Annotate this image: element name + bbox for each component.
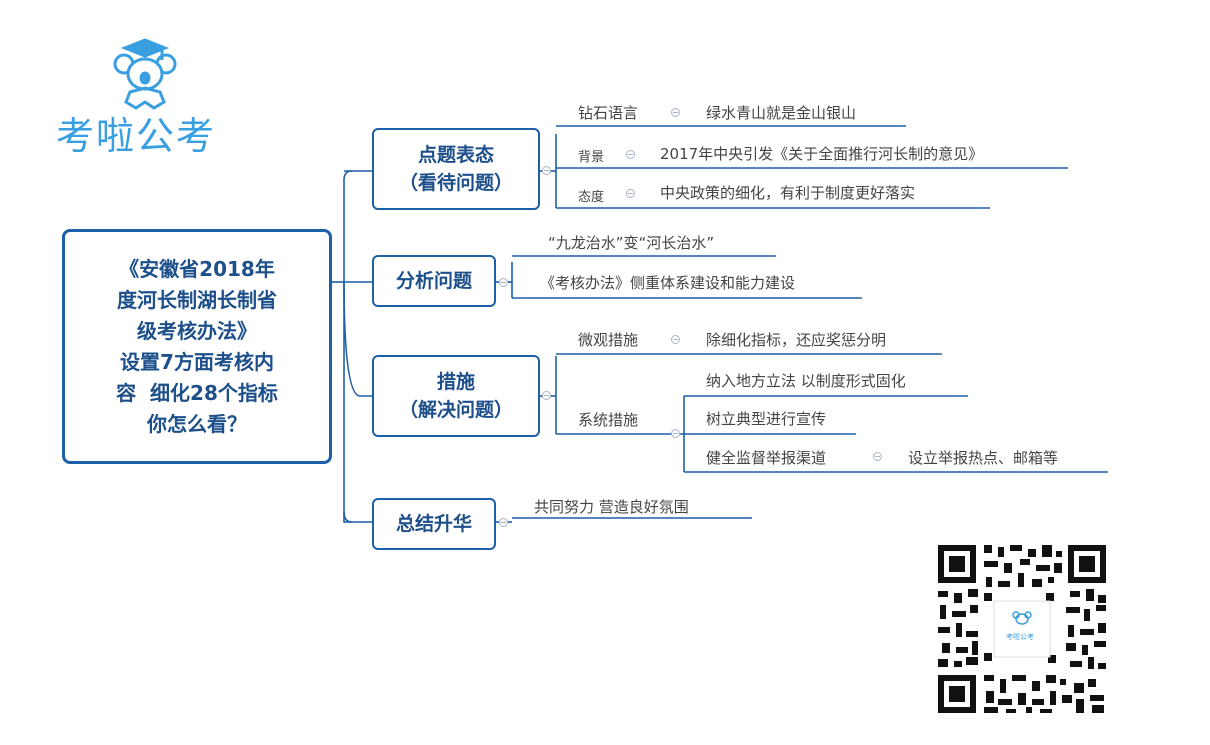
qr-code-icon [936,543,1108,715]
topic-value[interactable]: 树立典型进行宣传 [706,410,827,428]
topic-label-micro-measures[interactable]: 微观措施 [578,331,639,349]
branch-node-analysis[interactable]: 分析问题 [372,255,496,307]
branch-node-summary[interactable]: 总结升华 [372,498,496,550]
collapse-toggle-icon[interactable] [671,335,680,344]
collapse-toggle-icon[interactable] [626,189,635,198]
topic-value[interactable]: “九龙治水”变“河长治水” [548,234,715,252]
branch-node-label: （解决问题） [398,399,513,421]
collapse-toggle-icon[interactable] [499,278,508,287]
branch-node-label: 措施 [436,371,475,393]
root-topic-text: 《安徽省2018年 度河长制湖长制省 级考核办法》 设置7方面考核内 容 细化2… [116,254,278,440]
root-topic-line: 你怎么看？ [146,411,247,436]
collapse-toggle-icon[interactable] [542,166,551,175]
branch-node-label: 点题表态 [417,144,494,166]
topic-value[interactable]: 《考核办法》侧重体系建设和能力建设 [540,274,796,292]
root-topic-line: 度河长制湖长制省 [116,287,277,312]
branch-node-label: 分析问题 [395,270,472,292]
root-topic-line: 级考核办法》 [136,318,257,343]
topic-value[interactable]: 健全监督举报渠道 [706,449,827,467]
topic-label-attitude[interactable]: 态度 [578,190,605,205]
root-topic-line: 设置7方面考核内 [120,349,274,374]
topic-label-background[interactable]: 背景 [578,150,605,165]
topic-value[interactable]: 纳入地方立法 以制度形式固化 [706,372,906,390]
root-topic-line: 《安徽省2018年 [119,256,275,281]
topic-value[interactable]: 除细化指标，还应奖惩分明 [706,331,887,349]
topic-label-diamond-language[interactable]: 钻石语言 [578,104,639,122]
collapse-toggle-icon[interactable] [626,150,635,159]
branch-node-label: 总结升华 [395,513,472,535]
topic-value[interactable]: 共同努力 营造良好氛围 [534,498,689,516]
collapse-toggle-icon[interactable] [499,518,508,527]
branch-node-label: （看待问题） [398,172,513,194]
topic-value[interactable]: 绿水青山就是金山银山 [706,104,857,122]
branch-node-stance[interactable]: 点题表态 （看待问题） [372,128,540,210]
topic-value[interactable]: 中央政策的细化，有利于制度更好落实 [660,184,916,202]
collapse-toggle-icon[interactable] [873,452,882,461]
koala-graduate-mascot-icon [113,38,177,110]
root-topic-line: 容 细化28个指标 [116,380,278,405]
qr-logo-text: 考啦公考 [1006,633,1034,641]
collapse-toggle-icon[interactable] [671,108,680,117]
root-topic-node[interactable]: 《安徽省2018年 度河长制湖长制省 级考核办法》 设置7方面考核内 容 细化2… [62,229,332,464]
topic-value[interactable]: 2017年中央引发《关于全面推行河长制的意见》 [660,145,984,163]
topic-label-system-measures[interactable]: 系统措施 [578,411,639,429]
collapse-toggle-icon[interactable] [542,391,551,400]
collapse-toggle-icon[interactable] [671,429,680,438]
topic-value[interactable]: 设立举报热点、邮箱等 [908,449,1059,467]
branch-node-measures[interactable]: 措施 （解决问题） [372,355,540,437]
brand-logo-text: 考啦公考 [56,114,217,158]
